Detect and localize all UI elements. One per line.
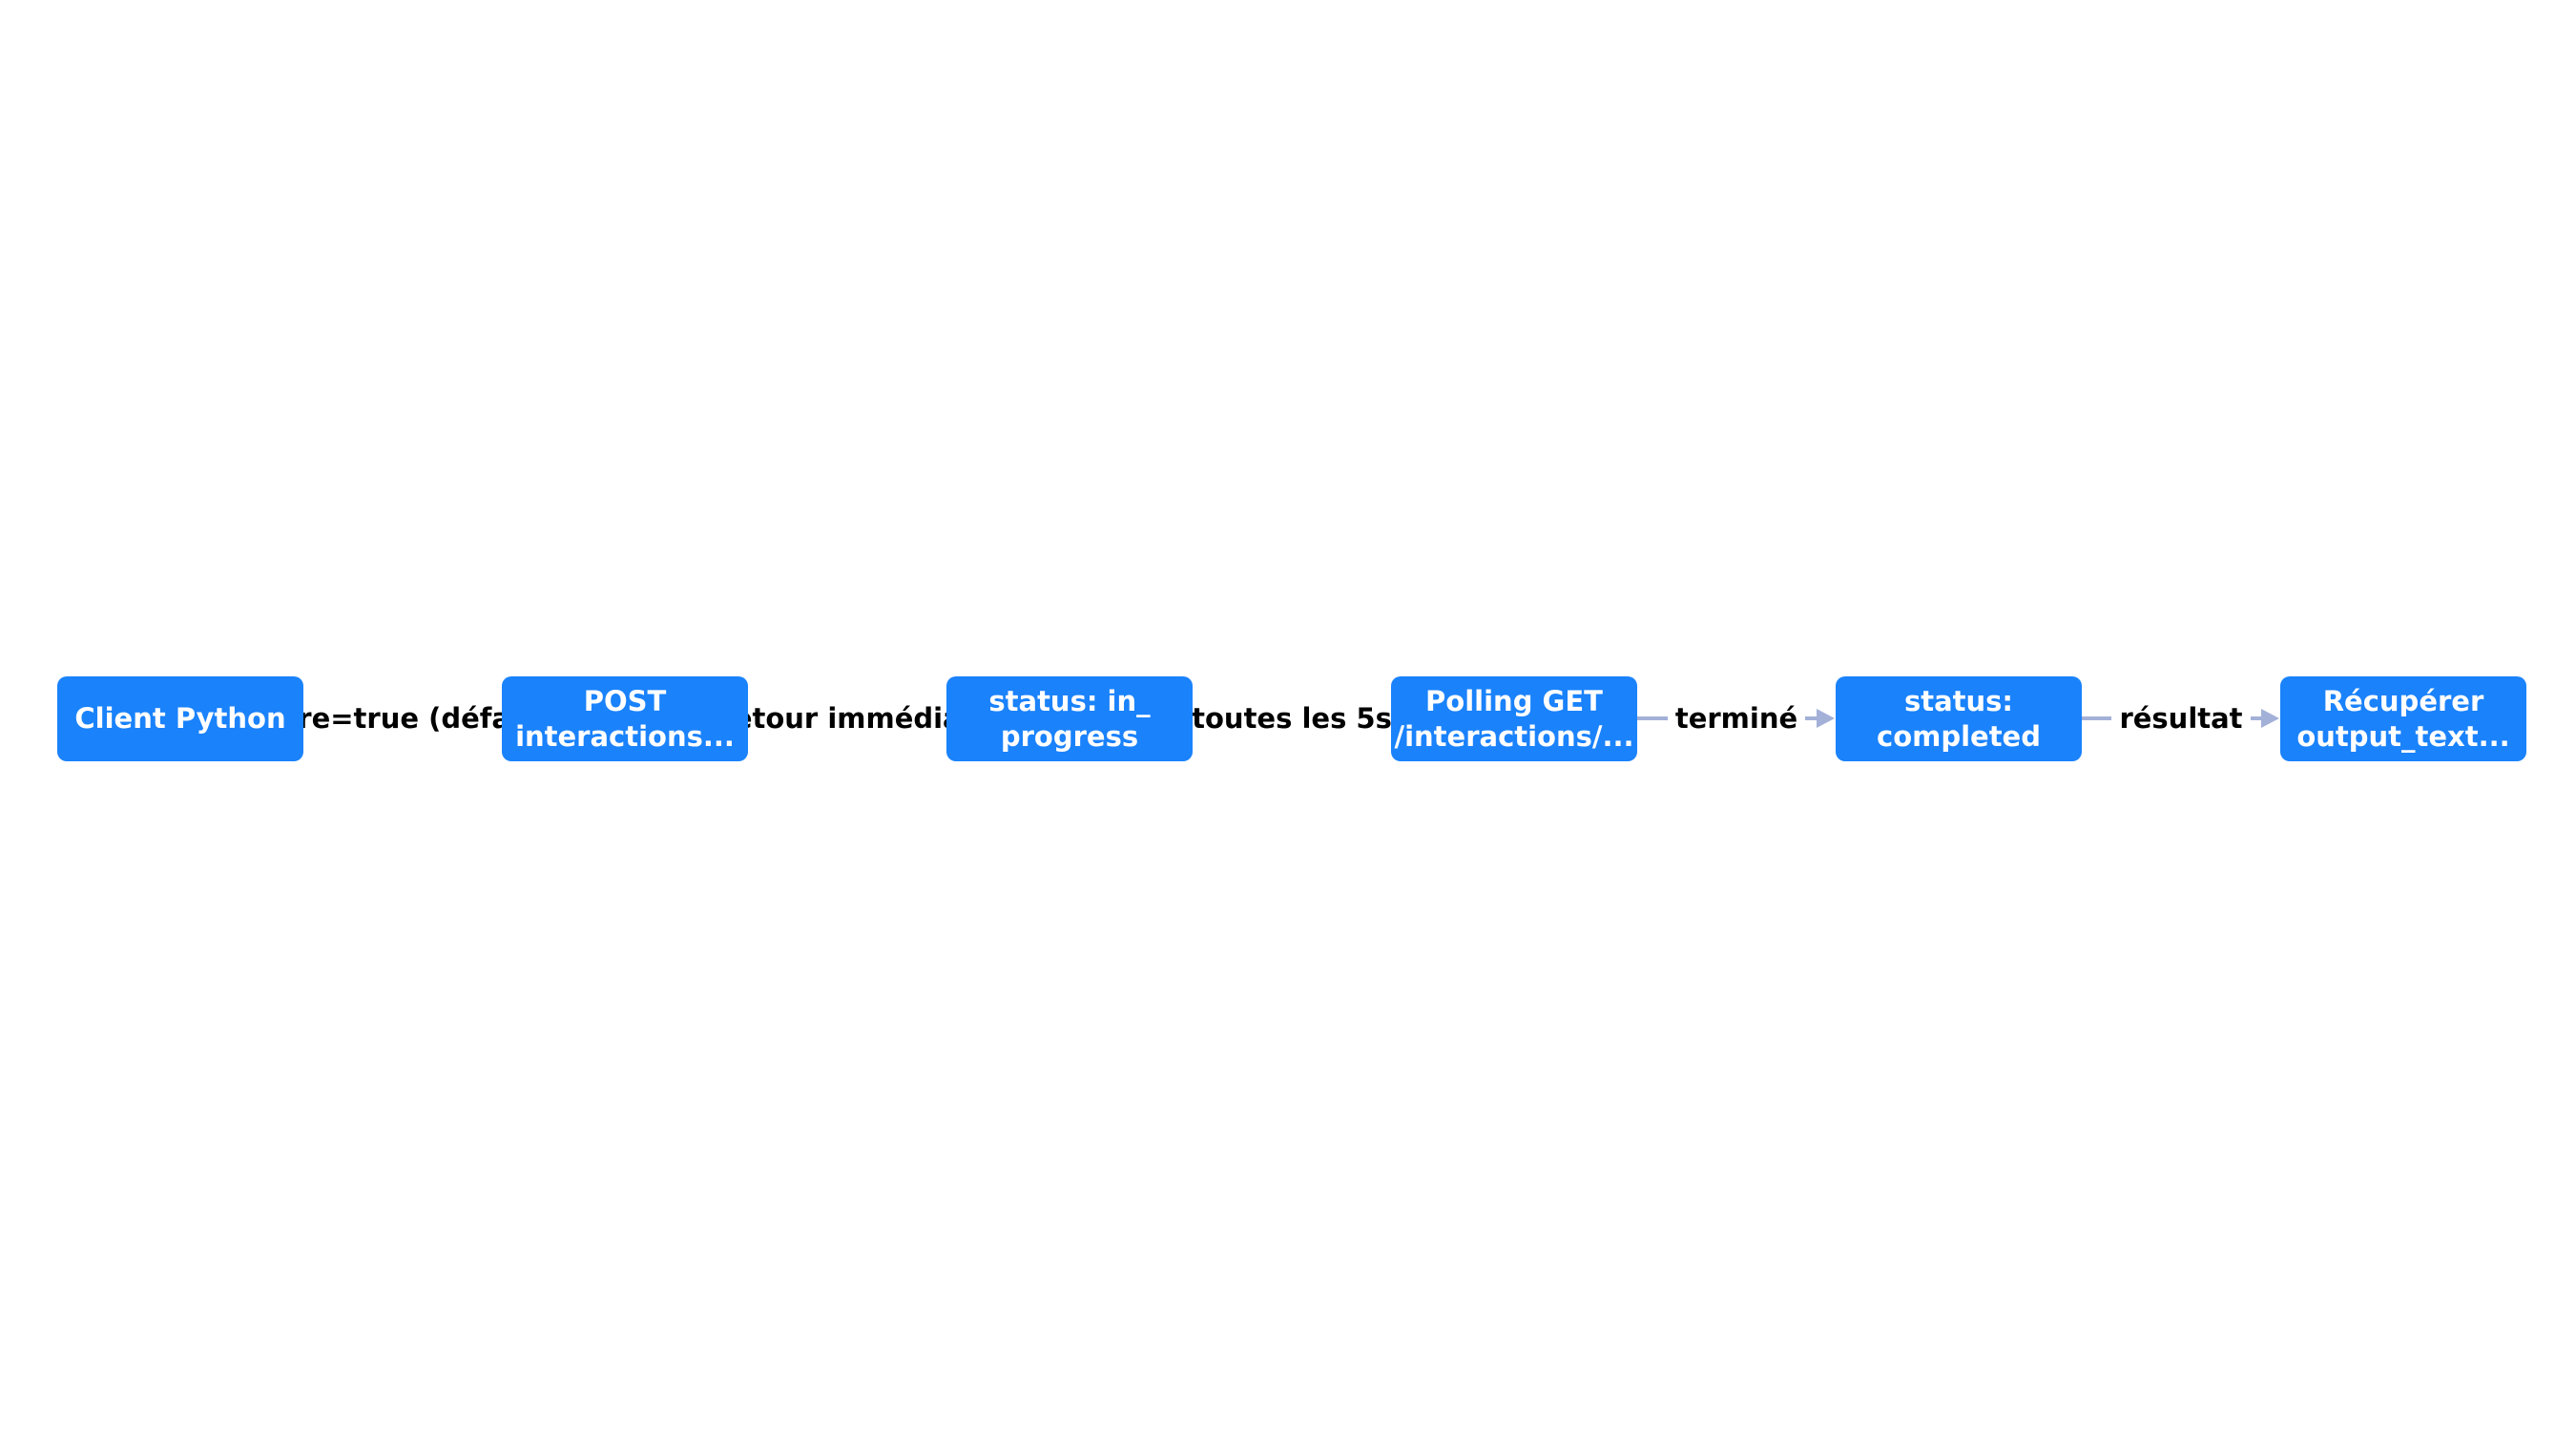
node-client-python: Client Python	[57, 676, 303, 761]
edge-label-text: store=true (défaut)	[303, 702, 502, 735]
edge-label-polling-interval: toutes les 5s	[1193, 699, 1391, 737]
edge-label-finished: terminé	[1637, 699, 1836, 737]
arrowhead-icon	[1817, 709, 1835, 728]
edge-label-text: toutes les 5s	[1193, 702, 1391, 735]
arrowhead-icon	[2261, 709, 2279, 728]
edge-label-text: terminé	[1667, 702, 1806, 735]
node-status-in-progress: status: in_ progress	[946, 676, 1193, 761]
edge-label-result: résultat	[2082, 699, 2280, 737]
edge-label-text: résultat	[2111, 702, 2251, 735]
node-retrieve-output: Récupérer output_text...	[2280, 676, 2526, 761]
node-status-completed: status: completed	[1836, 676, 2082, 761]
edge-label-text: retour immédiat	[748, 702, 946, 735]
edge-label-immediate-return: retour immédiat	[748, 699, 946, 737]
edge-label-store: store=true (défaut)	[303, 699, 502, 737]
node-post-interactions: POST interactions...	[502, 676, 748, 761]
node-polling-get: Polling GET /interactions/...	[1391, 676, 1637, 761]
